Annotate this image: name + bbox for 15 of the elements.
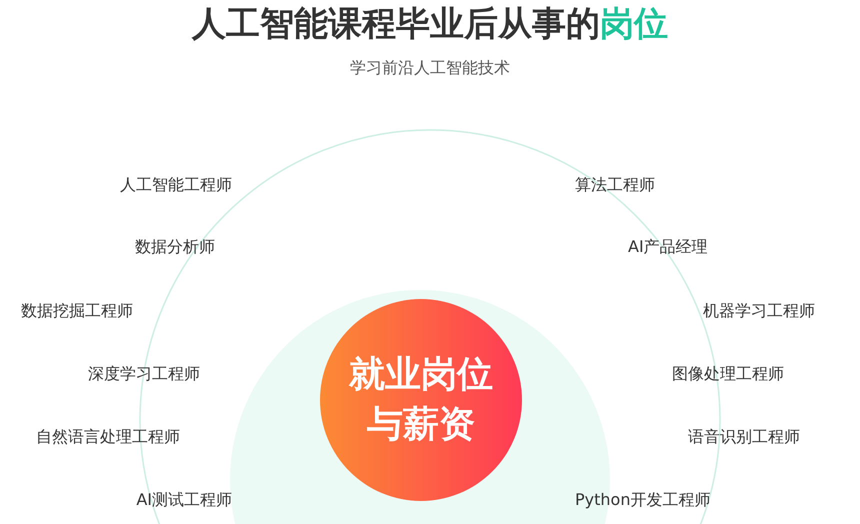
- job-title: 人工智能工程师: [120, 175, 232, 195]
- job-title: 数据分析师: [135, 237, 215, 257]
- job-title: 语音识别工程师: [688, 427, 800, 447]
- job-title: 算法工程师: [575, 175, 655, 195]
- subtitle: 学习前沿人工智能技术: [349, 58, 511, 79]
- job-title: AI产品经理: [628, 237, 708, 257]
- job-title: 图像处理工程师: [672, 364, 784, 384]
- job-title: 自然语言处理工程师: [36, 427, 180, 447]
- title: 人工智能课程毕业后从事的岗位: [190, 3, 669, 46]
- job-title: Python开发工程师: [575, 490, 710, 510]
- job-title: 深度学习工程师: [88, 364, 200, 384]
- job-title: 数据挖掘工程师: [21, 301, 133, 321]
- center-label: 就业岗位与薪资: [348, 353, 494, 447]
- job-title: AI测试工程师: [136, 490, 232, 510]
- job-title: 机器学习工程师: [703, 301, 815, 321]
